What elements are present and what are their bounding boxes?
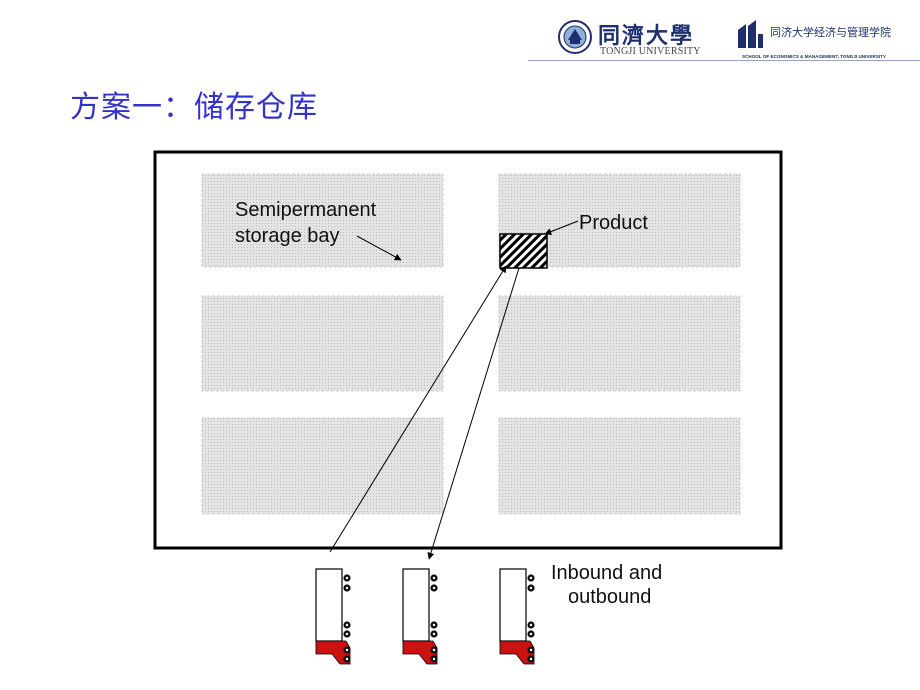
product-box bbox=[499, 233, 548, 269]
truck-wheel-hub bbox=[345, 648, 349, 652]
header-rule bbox=[528, 60, 920, 61]
storage-bay-label-line1: Semipermanent bbox=[235, 199, 377, 221]
truck-icon bbox=[315, 568, 351, 665]
storage-bay bbox=[498, 417, 741, 515]
truck-wheel-hub bbox=[345, 657, 349, 661]
inbound-arrow bbox=[329, 265, 507, 553]
trucks bbox=[315, 568, 535, 665]
truck-wheel-hub bbox=[345, 632, 349, 636]
truck-cab bbox=[499, 640, 535, 665]
truck-trailer bbox=[499, 568, 527, 642]
truck-cab bbox=[315, 640, 351, 665]
truck-trailer bbox=[315, 568, 343, 642]
truck-wheel-hub bbox=[529, 648, 533, 652]
truck-wheel-hub bbox=[432, 632, 436, 636]
truck-wheel-hub bbox=[432, 648, 436, 652]
header-logos: 同濟大學 TONGJI UNIVERSITY 同济大学经济与管理学院 SCHOO… bbox=[520, 14, 920, 62]
product-pointer bbox=[544, 220, 579, 235]
tongji-name-cn: 同濟大學 bbox=[598, 23, 695, 49]
truck-wheel-hub bbox=[529, 586, 533, 590]
truck-wheel-hub bbox=[345, 623, 349, 627]
storage-bay bbox=[201, 417, 444, 515]
warehouse-outline bbox=[153, 150, 783, 550]
truck-wheel-hub bbox=[529, 657, 533, 661]
storage-bay-label-line2: storage bay bbox=[235, 225, 340, 247]
sem-logo-icon bbox=[738, 20, 763, 48]
dock-label-line1: Inbound and bbox=[551, 562, 662, 584]
storage-bay bbox=[498, 295, 741, 392]
truck-wheel-hub bbox=[432, 657, 436, 661]
sem-name-cn: 同济大学经济与管理学院 bbox=[770, 26, 891, 39]
truck-icon bbox=[402, 568, 438, 665]
truck-icon bbox=[499, 568, 535, 665]
storage-bay bbox=[201, 295, 444, 392]
storage-bay bbox=[201, 173, 444, 268]
storage-bay-pointer bbox=[356, 235, 402, 261]
outbound-arrow bbox=[427, 267, 520, 560]
tongji-name-en: TONGJI UNIVERSITY bbox=[600, 46, 701, 57]
truck-wheel-hub bbox=[529, 623, 533, 627]
tongji-emblem-icon bbox=[558, 20, 592, 54]
truck-wheel-hub bbox=[432, 576, 436, 580]
dock-label-line2: outbound bbox=[568, 586, 651, 608]
storage-bays bbox=[201, 173, 741, 515]
truck-wheel-hub bbox=[432, 623, 436, 627]
truck-wheel-hub bbox=[432, 586, 436, 590]
sem-name-en: SCHOOL OF ECONOMICS & MANAGEMENT, TONGJI… bbox=[742, 54, 887, 59]
truck-wheel-hub bbox=[529, 576, 533, 580]
slide-title: 方案一：储存仓库 bbox=[70, 90, 318, 125]
truck-trailer bbox=[402, 568, 430, 642]
truck-wheel-hub bbox=[345, 586, 349, 590]
product-label: Product bbox=[579, 212, 648, 234]
truck-cab bbox=[402, 640, 438, 665]
truck-wheel-hub bbox=[529, 632, 533, 636]
truck-wheel-hub bbox=[345, 576, 349, 580]
